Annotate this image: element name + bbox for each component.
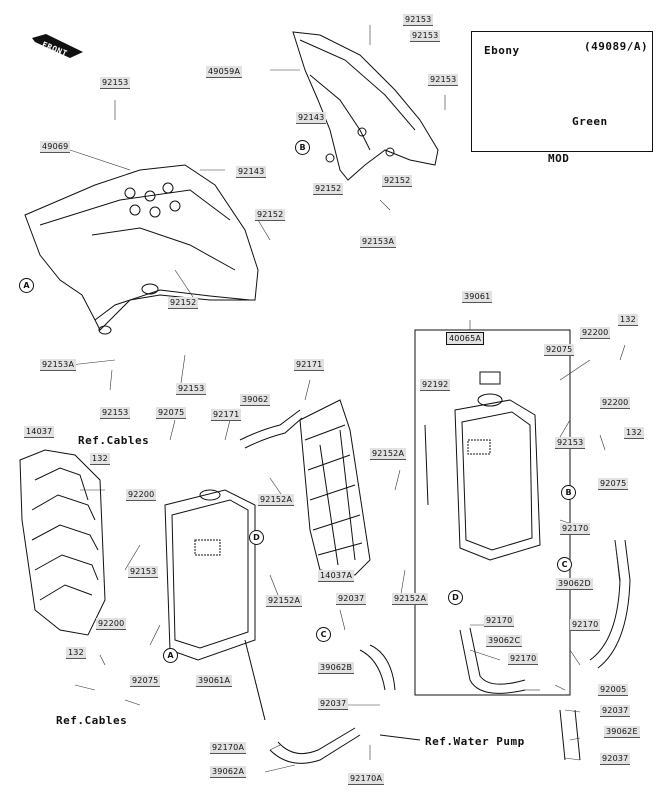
inset-green-label: Green <box>572 115 608 128</box>
part-label[interactable]: 92153 <box>100 77 131 89</box>
part-label[interactable]: 92171 <box>294 359 325 371</box>
part-label[interactable]: 92152 <box>382 175 413 187</box>
part-label[interactable]: 92143 <box>236 166 267 178</box>
inset-code-label: (49089/A) <box>584 40 649 53</box>
part-label[interactable]: 92170A <box>348 773 385 785</box>
part-label[interactable]: 92075 <box>598 478 629 490</box>
part-label[interactable]: 92152A <box>392 593 429 605</box>
part-label[interactable]: 39062B <box>318 662 355 674</box>
radiator-left <box>164 489 266 721</box>
part-label[interactable]: 92037 <box>318 698 349 710</box>
reference-marker: C <box>557 557 572 572</box>
part-label[interactable]: 92075 <box>544 344 575 356</box>
part-label[interactable]: 40065A <box>446 332 485 345</box>
part-label[interactable]: 92037 <box>600 705 631 717</box>
part-label[interactable]: 14037 <box>24 426 55 438</box>
reference-marker: D <box>448 590 463 605</box>
part-label[interactable]: 39062 <box>240 394 271 406</box>
part-label[interactable]: 92153 <box>176 383 207 395</box>
part-label[interactable]: 39062E <box>604 726 640 738</box>
reference-marker: C <box>316 627 331 642</box>
radiator-right <box>414 329 571 696</box>
part-label[interactable]: 92153 <box>100 407 131 419</box>
inset-ebony-label: Ebony <box>484 44 520 57</box>
part-label[interactable]: 14037A <box>318 570 355 582</box>
part-label[interactable]: 49069 <box>40 141 71 153</box>
part-label[interactable]: 92153A <box>360 236 397 248</box>
part-label[interactable]: 92153 <box>128 566 159 578</box>
part-label[interactable]: 92152 <box>313 183 344 195</box>
part-label[interactable]: 92152A <box>258 494 295 506</box>
reference-marker: D <box>249 530 264 545</box>
part-label[interactable]: 92170A <box>210 742 247 754</box>
part-label[interactable]: 92153 <box>428 74 459 86</box>
part-label[interactable]: 92152 <box>255 209 286 221</box>
reference-marker: A <box>19 278 34 293</box>
part-label[interactable]: 92170 <box>508 653 539 665</box>
inset-mod-label: MOD <box>548 152 570 165</box>
part-label[interactable]: 49059A <box>206 66 243 78</box>
part-label[interactable]: 92170 <box>484 615 515 627</box>
reference-marker: B <box>561 485 576 500</box>
part-label[interactable]: 92200 <box>96 618 127 630</box>
part-label[interactable]: 92200 <box>600 397 631 409</box>
part-label[interactable]: 92037 <box>336 593 367 605</box>
part-label[interactable]: 92153 <box>555 437 586 449</box>
part-label[interactable]: 92143 <box>296 112 327 124</box>
part-label[interactable]: 92153 <box>410 30 441 42</box>
part-label[interactable]: 92171 <box>211 409 242 421</box>
part-label[interactable]: 92152A <box>370 448 407 460</box>
part-label[interactable]: 39061A <box>196 675 233 687</box>
part-label[interactable]: 92192 <box>420 379 451 391</box>
part-label[interactable]: 92037 <box>600 753 631 765</box>
part-label[interactable]: 92170 <box>560 523 591 535</box>
ref-cables-top: Ref.Cables <box>78 434 150 447</box>
part-label[interactable]: 92075 <box>130 675 161 687</box>
radiator-guard-right <box>299 399 371 576</box>
reference-marker: B <box>295 140 310 155</box>
part-label[interactable]: 39062A <box>210 766 247 778</box>
ref-cables-bottom: Ref.Cables <box>56 714 128 727</box>
radiator-shroud-left <box>24 164 259 335</box>
part-label[interactable]: 132 <box>618 314 638 326</box>
radiator-guard-left <box>19 449 106 636</box>
part-label[interactable]: 92005 <box>598 684 629 696</box>
part-label[interactable]: 92153A <box>40 359 77 371</box>
part-label[interactable]: 39062D <box>556 578 593 590</box>
part-label[interactable]: 92152 <box>168 297 199 309</box>
part-label[interactable]: 39061 <box>462 291 493 303</box>
part-label[interactable]: 92152A <box>266 595 303 607</box>
color-variant-inset <box>471 31 653 152</box>
part-label[interactable]: 132 <box>624 427 644 439</box>
reference-marker: A <box>163 648 178 663</box>
part-label[interactable]: 92200 <box>580 327 611 339</box>
part-label[interactable]: 92075 <box>156 407 187 419</box>
ref-water-pump: Ref.Water Pump <box>425 735 525 748</box>
part-label[interactable]: 132 <box>90 453 110 465</box>
part-label[interactable]: 132 <box>66 647 86 659</box>
part-label[interactable]: 92200 <box>126 489 157 501</box>
part-label[interactable]: 92170 <box>570 619 601 631</box>
part-label[interactable]: 39062C <box>486 635 523 647</box>
front-arrow-icon <box>32 34 83 58</box>
part-label[interactable]: 92153 <box>403 14 434 26</box>
radiator-shroud-middle <box>292 31 439 181</box>
